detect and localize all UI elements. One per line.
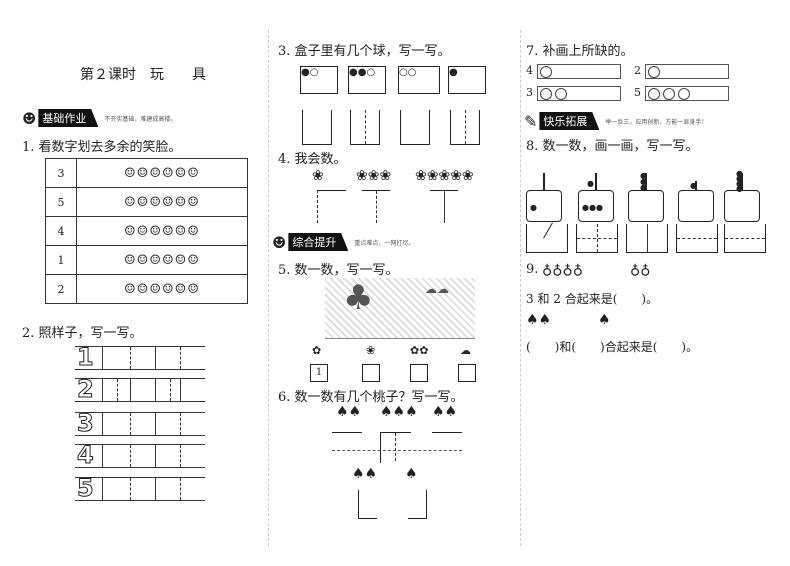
- write-box[interactable]: [526, 222, 568, 253]
- write-box[interactable]: [724, 224, 766, 253]
- page-title: 第２课时 玩 具: [80, 67, 206, 83]
- writing-grid-5[interactable]: 5: [75, 474, 205, 503]
- banner-label: 综合提升: [288, 233, 349, 251]
- cartoon-icon: ✎: [524, 111, 538, 131]
- answer-box[interactable]: [400, 110, 430, 145]
- peach-icon: ♠♠: [352, 466, 378, 482]
- question-7: 7. 补画上所缺的。: [526, 44, 634, 59]
- answer-box[interactable]: 1: [310, 364, 328, 382]
- answer-box[interactable]: [362, 364, 380, 382]
- item-icon: ✿: [312, 344, 322, 357]
- circle-row[interactable]: [537, 64, 621, 79]
- table-row: 2☺☺☺☺☺☺: [45, 274, 248, 304]
- writing-grid-2[interactable]: 2: [75, 375, 205, 404]
- answer-box[interactable]: [458, 364, 476, 382]
- answer-box[interactable]: [410, 364, 428, 382]
- fruit-icon: ❀: [312, 168, 324, 184]
- table-row: 5☺☺☺☺☺☺: [45, 187, 248, 217]
- apple-icon: ♁♁♁♁: [542, 262, 583, 278]
- row-number: 2: [634, 64, 641, 77]
- item-icon: ✿✿: [410, 344, 429, 357]
- writing-grid-1[interactable]: 1: [75, 343, 205, 372]
- row-number: 4: [526, 64, 533, 77]
- column-divider: [520, 30, 521, 546]
- question-6: 6. 数一数有几个桃子？写一写。: [278, 390, 464, 405]
- apple-icon: ♁♁: [630, 262, 651, 278]
- answer-line[interactable]: [317, 190, 346, 223]
- write-box[interactable]: [576, 224, 618, 253]
- question-5: 5. 数一数，写一写。: [278, 263, 399, 278]
- row-number: 5: [634, 86, 641, 99]
- abacus: ●●●●: [578, 173, 614, 222]
- peach-icon: ♠: [405, 466, 418, 482]
- banner-motto: 重点难点，一网打尽。: [354, 239, 415, 247]
- table-row: 3☺☺☺☺☺☺: [45, 158, 248, 188]
- smiley-faces[interactable]: ☺☺☺☺☺☺: [76, 216, 248, 246]
- question-3: 3. 盒子里有几个球，写一写。: [278, 44, 451, 59]
- answer-line[interactable]: [362, 190, 390, 223]
- answer-line[interactable]: [432, 432, 462, 433]
- ball-box: ○○: [398, 66, 440, 94]
- cartoon-icon: ☻: [22, 108, 37, 128]
- answer-line[interactable]: [332, 432, 362, 433]
- question-8: 8. 数一数，画一画，写一写。: [526, 139, 699, 154]
- banner-fun: ✎ 快乐拓展 举一反三，应用创新，方能一显身手！: [524, 111, 708, 131]
- abacus: ●●●: [628, 172, 664, 222]
- writing-grid-4[interactable]: 4: [75, 441, 205, 470]
- smiley-table: 3☺☺☺☺☺☺ 5☺☺☺☺☺☺ 4☺☺☺☺☺☺ 1☺☺☺☺☺☺ 2☺☺☺☺☺☺: [45, 158, 248, 304]
- circle-row[interactable]: [537, 86, 621, 101]
- banner-motto: 举一反三，应用创新，方能一显身手！: [605, 118, 708, 126]
- banner-label: 快乐拓展: [539, 112, 600, 130]
- write-box[interactable]: [626, 224, 668, 253]
- answer-box[interactable]: [408, 490, 427, 519]
- row-number: 3: [526, 86, 533, 99]
- writing-grid-3[interactable]: 3: [75, 409, 205, 438]
- ball-box: ●: [448, 66, 486, 94]
- fruit-icon: ❀❀❀: [356, 168, 392, 184]
- table-row: 1☺☺☺☺☺☺: [45, 245, 248, 275]
- peach-icon: ♠: [598, 312, 611, 328]
- column-divider: [268, 30, 269, 546]
- answer-box[interactable]: [358, 490, 377, 519]
- question-4: 4. 我会数。: [278, 152, 347, 167]
- dashed-connector: [332, 450, 462, 451]
- answer-line[interactable]: [380, 432, 411, 463]
- circle-row[interactable]: [645, 86, 729, 101]
- cartoon-icon: ☻: [272, 232, 287, 252]
- abacus: ●●●●: [724, 170, 760, 222]
- banner-label: 基础作业: [38, 109, 99, 127]
- item-icon: ☁: [460, 344, 471, 357]
- answer-box[interactable]: [450, 110, 480, 145]
- question-2: 2. 照样子，写一写。: [22, 326, 143, 341]
- circle-row[interactable]: [645, 64, 729, 79]
- banner-basic: ☻ 基础作业 不夯实基础，难建成高楼。: [22, 108, 177, 128]
- question-1: 1. 看数字划去多余的笑脸。: [22, 140, 182, 155]
- answer-box[interactable]: [302, 110, 332, 145]
- abacus: ●: [526, 173, 562, 222]
- table-row: 4☺☺☺☺☺☺: [45, 216, 248, 246]
- answer-box[interactable]: [350, 110, 380, 145]
- abacus: ●: [678, 181, 714, 222]
- fruit-icon: ❀❀❀❀❀: [415, 168, 474, 184]
- peach-icon: ♠♠: [336, 404, 362, 420]
- smiley-faces[interactable]: ☺☺☺☺☺☺: [76, 187, 248, 217]
- peach-icon: ♠♠: [526, 312, 552, 328]
- question-9-line2: ( )和( )合起来是( )。: [526, 340, 699, 354]
- smiley-faces[interactable]: ☺☺☺☺☺☺: [76, 245, 248, 275]
- answer-line[interactable]: [430, 190, 458, 223]
- ball-box: ●○: [300, 66, 338, 94]
- item-icon: ❀: [366, 344, 376, 357]
- banner-advanced: ☻ 综合提升 重点难点，一网打尽。: [272, 232, 415, 252]
- write-box[interactable]: [676, 224, 718, 253]
- smiley-faces[interactable]: ☺☺☺☺☺☺: [76, 274, 248, 304]
- question-9-label: 9.: [526, 262, 539, 277]
- smiley-faces[interactable]: ☺☺☺☺☺☺: [76, 158, 248, 188]
- ball-box: ●●○: [348, 66, 386, 94]
- peach-icon: ♠♠: [432, 404, 458, 420]
- peach-icon: ♠♠♠: [380, 404, 418, 420]
- banner-motto: 不夯实基础，难建成高楼。: [104, 115, 177, 123]
- question-9-line1: 3 和 2 合起来是( )。: [526, 292, 659, 306]
- tree-scene-image: ♣ ☁☁: [325, 278, 475, 339]
